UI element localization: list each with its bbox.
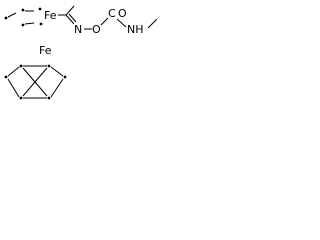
ring-dot — [47, 96, 51, 100]
o-c-bond — [100, 17, 109, 26]
ring-dot — [39, 22, 43, 26]
ring-dot — [19, 96, 23, 100]
methyl-bond — [65, 5, 75, 16]
ring-bond — [7, 78, 20, 98]
ring-inner-bond — [22, 67, 48, 97]
ring-dot — [21, 23, 25, 27]
imine-double-bond-b — [68, 13, 77, 23]
ring-dot — [21, 8, 25, 12]
carbonyl-carbon: C — [108, 7, 116, 20]
ring-dot — [38, 7, 42, 11]
c-n-bond — [116, 18, 127, 28]
chemical-structure: Fe N O C O NH Fe — [4, 5, 158, 100]
ring-dot — [47, 64, 51, 68]
lower-cp-ring — [4, 64, 67, 100]
iron-atom-lower: Fe — [39, 44, 52, 57]
imine-double-bond-a — [65, 14, 75, 25]
amide-nitrogen: NH — [127, 23, 144, 36]
molecule-canvas: Fe N O C O NH Fe — [0, 0, 162, 106]
ring-bond — [50, 66, 64, 77]
ring-bond — [7, 66, 20, 77]
ring-bond — [7, 12, 17, 18]
iron-atom-upper: Fe — [44, 9, 57, 22]
ring-dot — [63, 75, 67, 79]
upper-cp-ring — [4, 7, 43, 27]
ring-dot — [19, 64, 23, 68]
ring-dot — [4, 16, 8, 20]
n-methyl-bond — [147, 18, 158, 29]
ring-bond — [50, 78, 64, 98]
carbonyl-oxygen: O — [118, 7, 127, 20]
ring-dot — [4, 75, 8, 79]
ether-oxygen: O — [92, 23, 101, 36]
oxime-nitrogen: N — [74, 23, 82, 36]
ring-bond — [24, 22, 35, 25]
